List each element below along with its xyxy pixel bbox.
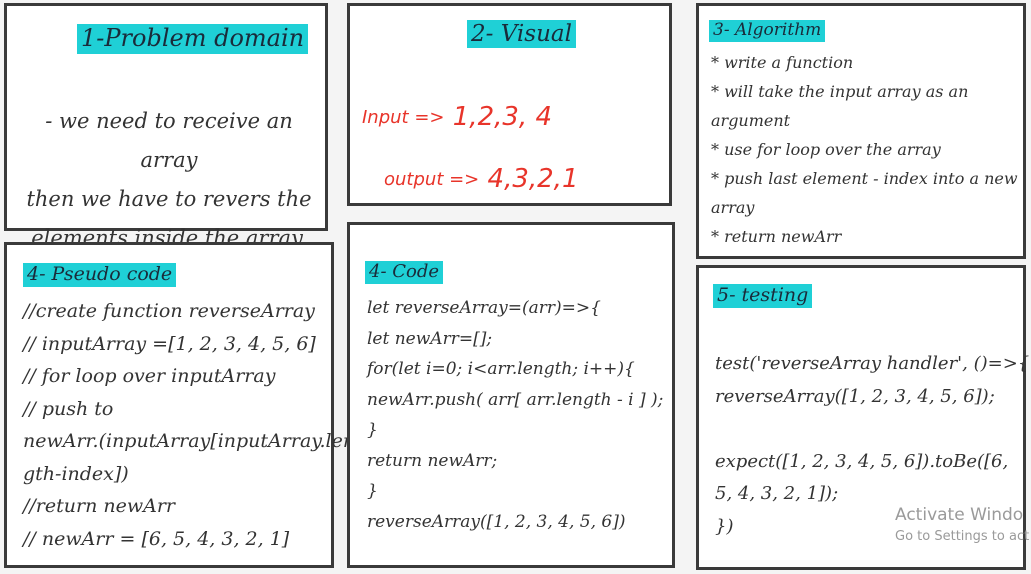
watermark-line2: Go to Settings to act: [895, 529, 1030, 544]
visual-output-line: output => 4,3,2,1: [384, 164, 579, 194]
code-line: }: [367, 481, 378, 501]
testing-line: reverseArray([1, 2, 3, 4, 5, 6]);: [715, 385, 995, 407]
problem-domain-panel: 1-Problem domain - we need to receive an…: [4, 3, 328, 250]
watermark-line1: Activate Windo: [895, 505, 1024, 525]
visual-output-values: 4,3,2,1: [487, 164, 579, 194]
visual-panel: 2- Visual Input => 1,2,3, 4 output => 4,…: [347, 3, 672, 206]
algorithm-line: * use for loop over the array: [711, 140, 941, 159]
algorithm-line: argument: [711, 111, 791, 130]
pseudo-line: //create function reverseArray: [23, 300, 315, 322]
testing-line: 5, 4, 3, 2, 1]);: [715, 483, 839, 504]
code-title: 4- Code: [365, 261, 444, 284]
testing-panel: 5- testing test('reverseArray handler', …: [696, 265, 1029, 570]
algorithm-text: * write a function * will take the input…: [711, 48, 1021, 251]
visual-input-line: Input => 1,2,3, 4: [362, 102, 552, 132]
pseudo-line: //return newArr: [23, 495, 175, 517]
problem-domain-title: 1-Problem domain: [77, 24, 309, 54]
pseudo-line: // push to: [23, 397, 114, 420]
activate-windows-watermark: Activate Windo Go to Settings to act: [895, 505, 1029, 544]
pseudo-code-title: 4- Pseudo code: [23, 263, 177, 287]
testing-line: [715, 413, 1029, 446]
testing-text: test('reverseArray handler', ()=>{ rever…: [715, 348, 1029, 543]
testing-line: }): [715, 515, 734, 537]
code-line: newArr.push( arr[ arr.length - i ] );: [367, 389, 664, 410]
code-line: let reverseArray=(arr)=>{: [367, 298, 601, 318]
algorithm-title: 3- Algorithm: [709, 20, 826, 42]
code-text: let reverseArray=(arr)=>{ let newArr=[];…: [367, 293, 663, 537]
code-line: for(let i=0; i<arr.length; i++){: [367, 359, 635, 379]
code-panel: 4- Code let reverseArray=(arr)=>{ let ne…: [347, 222, 675, 568]
testing-line: test('reverseArray handler', ()=>{: [715, 353, 1030, 374]
problem-line: - we need to receive an array: [45, 109, 293, 172]
pseudo-line: // newArr = [6, 5, 4, 3, 2, 1]: [23, 527, 290, 550]
problem-domain-text: - we need to receive an array then we ha…: [17, 102, 321, 258]
pseudo-line: // for loop over inputArray: [23, 365, 276, 387]
code-line: return newArr;: [367, 450, 498, 471]
code-line: }: [367, 420, 378, 440]
pseudo-line: newArr.(inputArray[inputArray.len: [23, 430, 356, 452]
pseudo-code-text: //create function reverseArray // inputA…: [23, 295, 355, 555]
code-line: reverseArray([1, 2, 3, 4, 5, 6]): [367, 511, 626, 532]
visual-title: 2- Visual: [467, 20, 576, 49]
visual-output-label: output =>: [384, 169, 480, 190]
visual-input-label: Input =>: [362, 107, 445, 128]
testing-title: 5- testing: [713, 284, 813, 308]
algorithm-line: * write a function: [711, 53, 854, 72]
visual-input-values: 1,2,3, 4: [452, 102, 552, 132]
pseudo-line: // inputArray =[1, 2, 3, 4, 5, 6]: [23, 332, 316, 355]
algorithm-line: * push last element - index into a new: [711, 169, 1018, 188]
algorithm-line: * will take the input array as an: [711, 82, 969, 101]
pseudo-code-panel: 4- Pseudo code //create function reverse…: [4, 242, 355, 568]
problem-line: then we have to revers the: [26, 187, 312, 211]
algorithm-line: * return newArr: [711, 227, 842, 246]
algorithm-panel: 3- Algorithm * write a function * will t…: [696, 3, 1026, 259]
algorithm-line: array: [711, 198, 755, 217]
code-line: let newArr=[];: [367, 328, 493, 349]
pseudo-line: gth-index]): [23, 462, 129, 485]
testing-line: expect([1, 2, 3, 4, 5, 6]).toBe([6,: [715, 450, 1009, 472]
